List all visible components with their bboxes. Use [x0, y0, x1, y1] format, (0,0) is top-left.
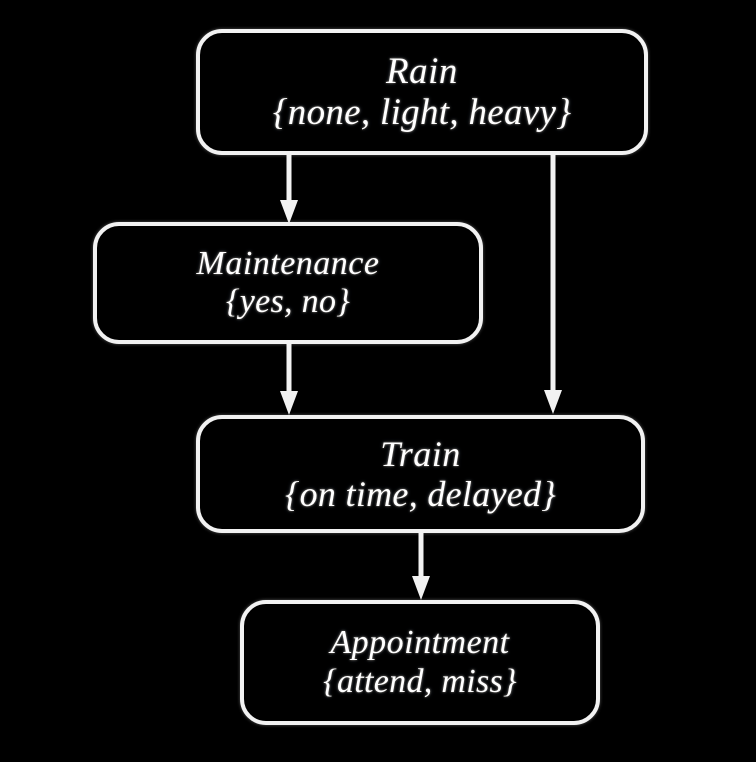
node-appointment-label: Appointment — [330, 624, 510, 662]
node-maintenance[interactable]: Maintenance {yes, no} — [93, 222, 483, 344]
node-rain-states: {none, light, heavy} — [272, 92, 572, 133]
node-train-states: {on time, delayed} — [284, 474, 557, 514]
node-appointment-states: {attend, miss} — [323, 662, 517, 700]
edge-rain-to-train — [544, 154, 562, 414]
node-rain[interactable]: Rain {none, light, heavy} — [196, 29, 648, 155]
node-appointment[interactable]: Appointment {attend, miss} — [240, 600, 600, 725]
edge-train-to-appointment — [412, 532, 430, 600]
node-train-label: Train — [380, 433, 461, 474]
node-maintenance-label: Maintenance — [196, 244, 380, 282]
edge-maintenance-to-train — [280, 343, 298, 415]
node-maintenance-states: {yes, no} — [225, 283, 351, 320]
node-rain-label: Rain — [386, 50, 458, 92]
edge-rain-to-maintenance — [280, 154, 298, 224]
node-train[interactable]: Train {on time, delayed} — [196, 415, 645, 533]
